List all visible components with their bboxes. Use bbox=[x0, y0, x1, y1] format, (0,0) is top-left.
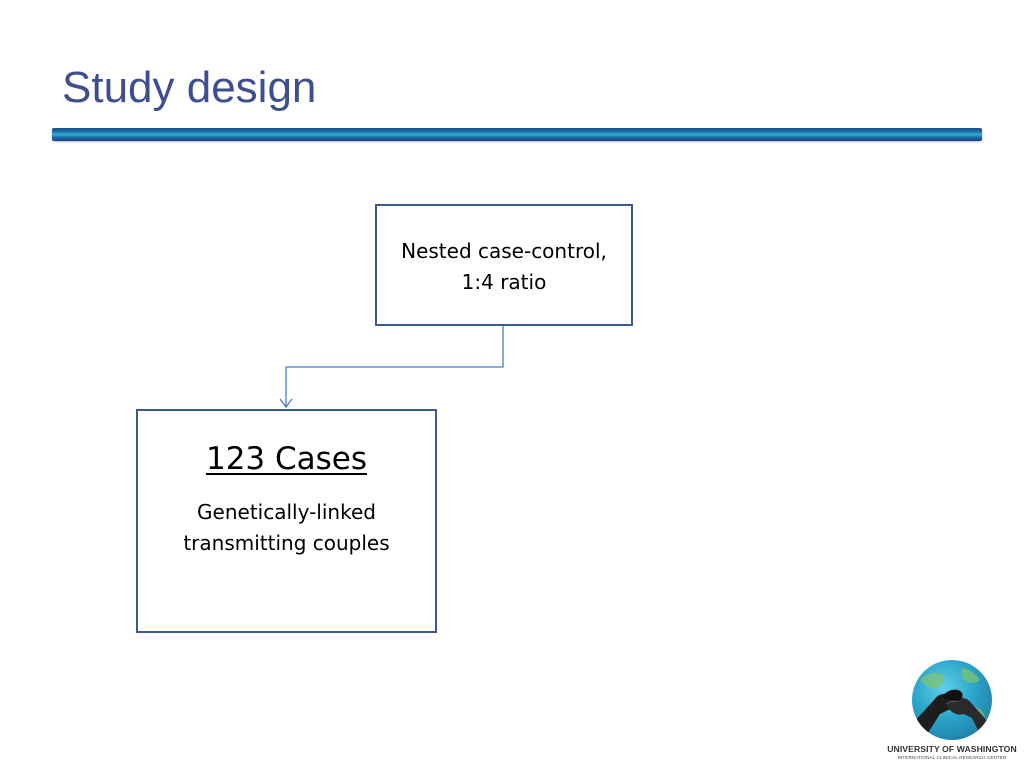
cases-desc-line1: Genetically-linked bbox=[197, 500, 376, 524]
design-box-line2: 1:4 ratio bbox=[461, 270, 547, 294]
university-logo: UNIVERSITY OF WASHINGTON INTERNATIONAL C… bbox=[884, 660, 1020, 764]
design-box: Nested case-control, 1:4 ratio bbox=[375, 204, 633, 326]
title-divider bbox=[52, 128, 982, 141]
slide-title: Study design bbox=[62, 63, 317, 112]
handshake-globe-icon bbox=[912, 660, 992, 740]
cases-description: Genetically-linked transmitting couples bbox=[138, 497, 435, 559]
cases-desc-line2: transmitting couples bbox=[183, 531, 390, 555]
cases-heading: 123 Cases bbox=[205, 441, 368, 477]
cases-box: 123 Cases Genetically-linked transmittin… bbox=[136, 409, 437, 633]
design-box-line1: Nested case-control, bbox=[401, 239, 607, 263]
logo-org-name: UNIVERSITY OF WASHINGTON bbox=[887, 744, 1017, 754]
logo-org-subtitle: INTERNATIONAL CLINICAL RESEARCH CENTER bbox=[897, 755, 1007, 760]
